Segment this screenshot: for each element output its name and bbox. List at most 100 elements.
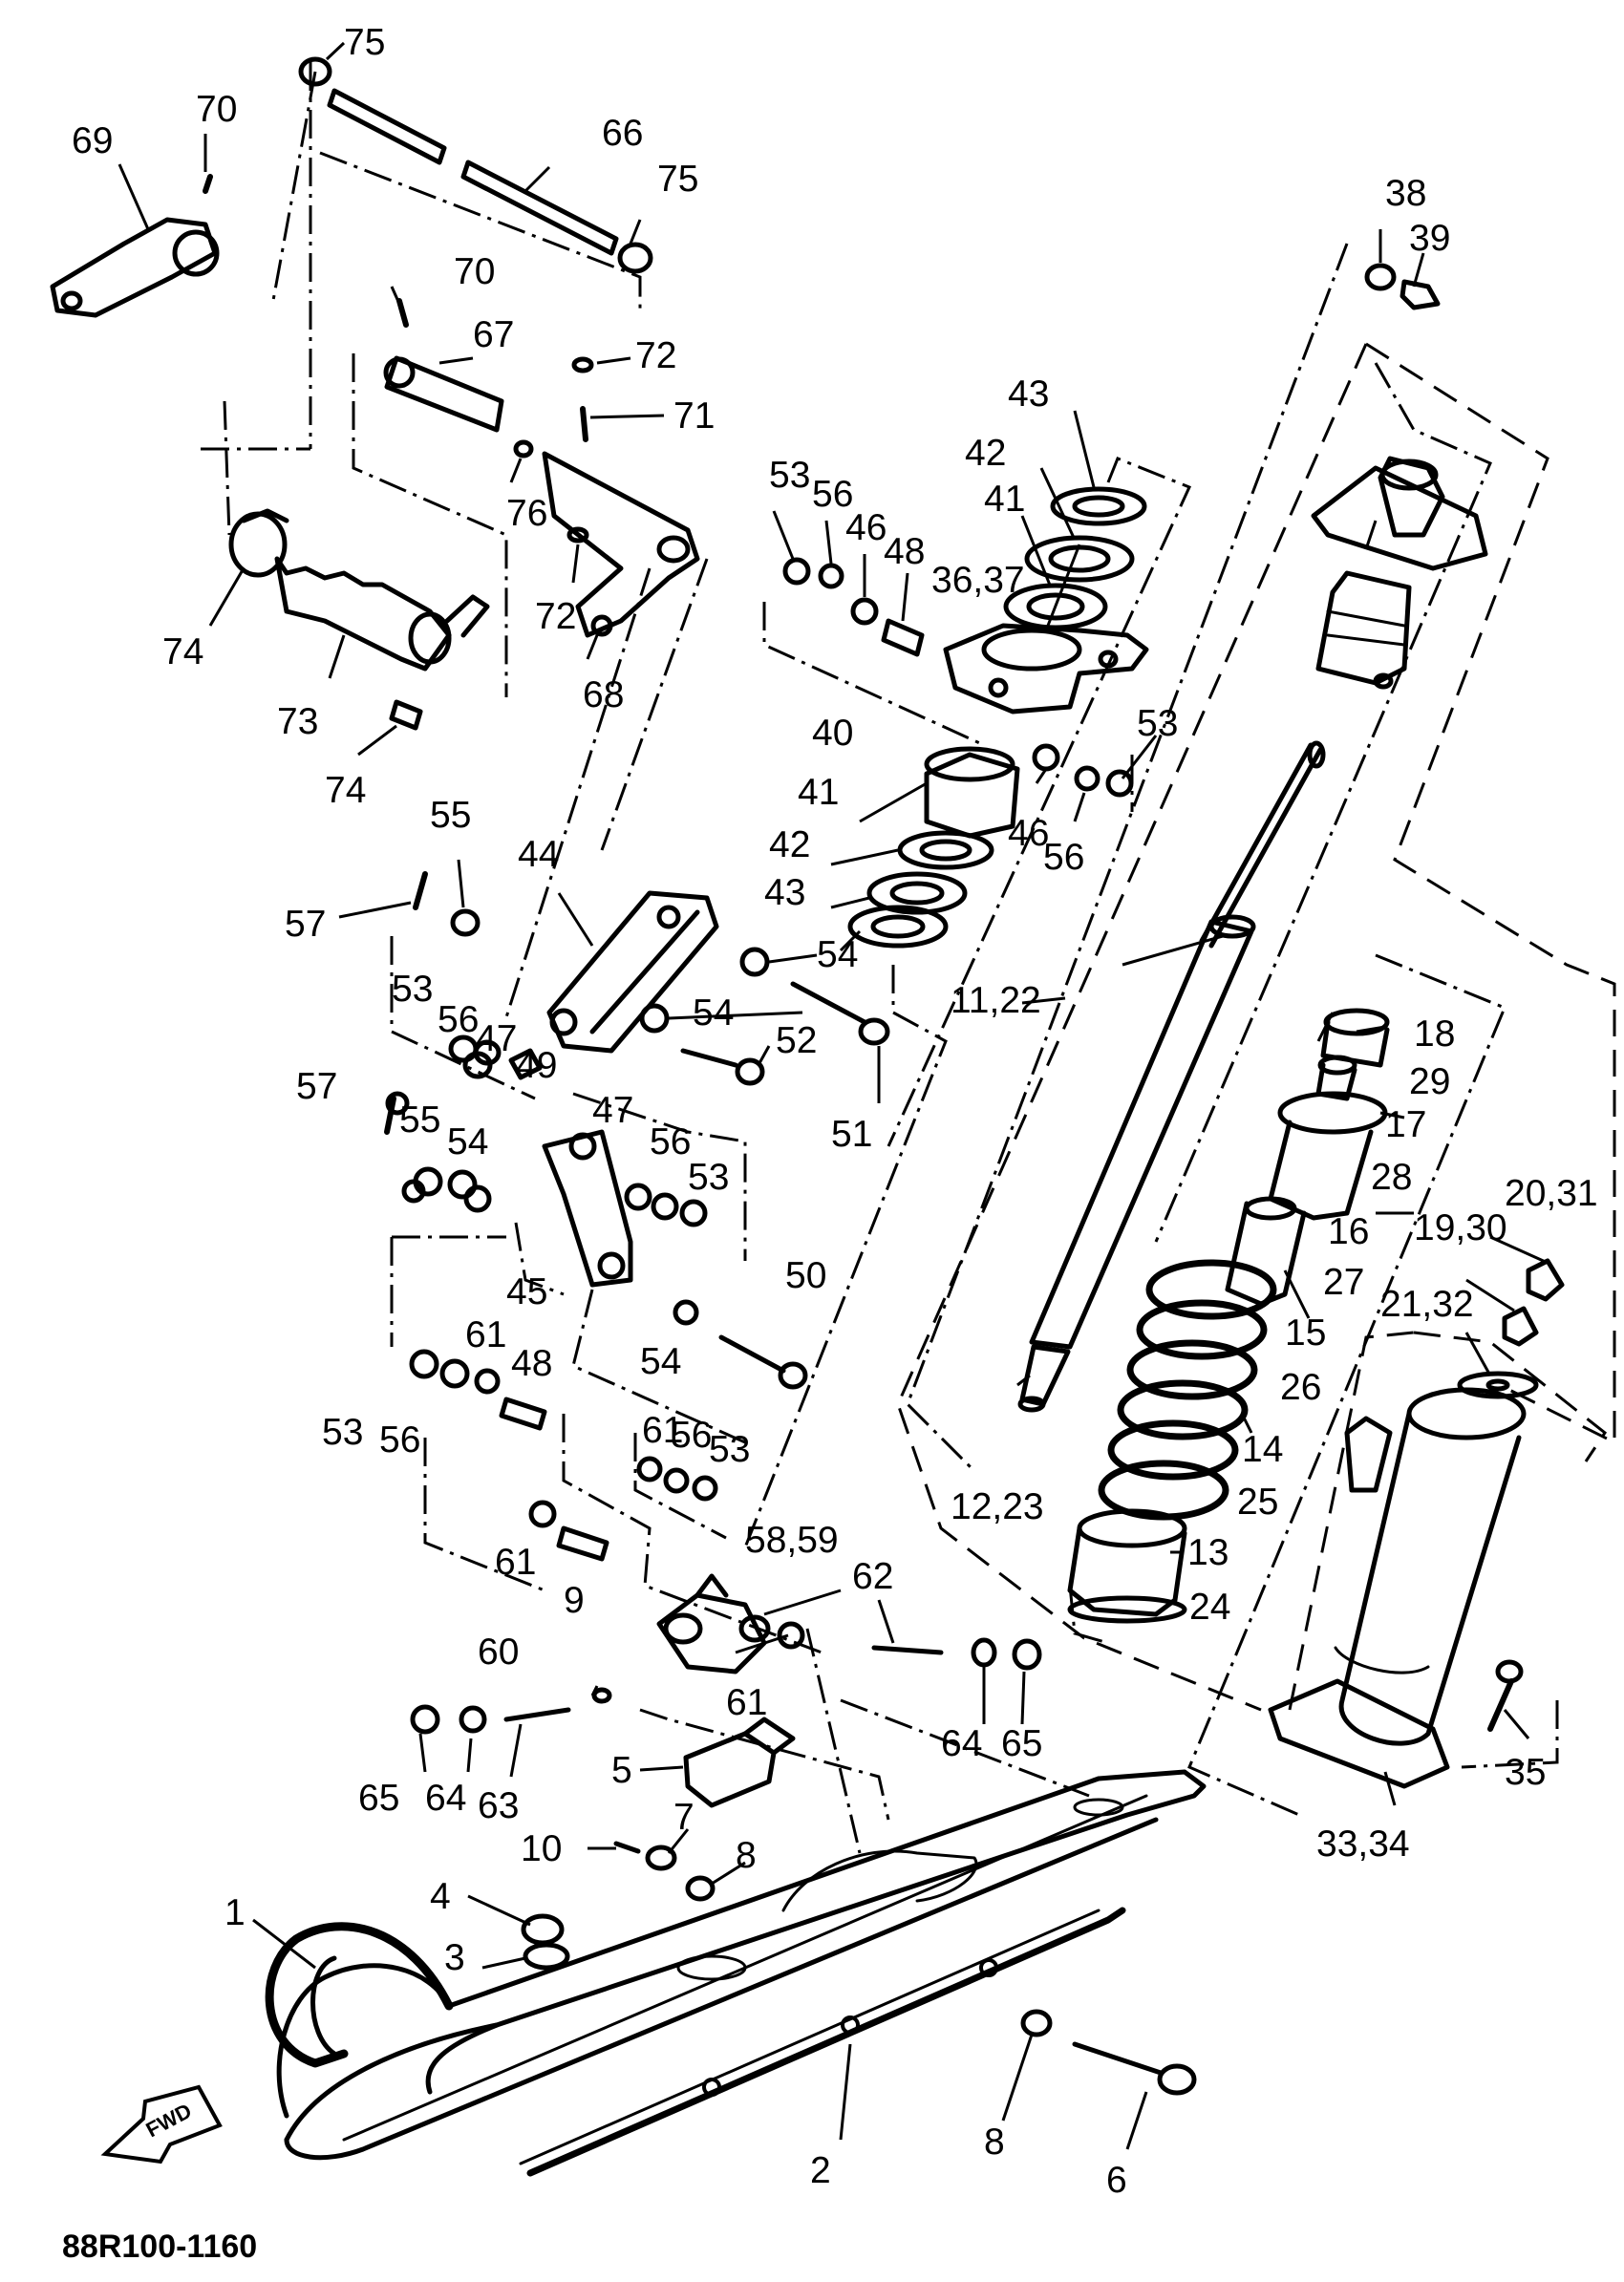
steering-shaft-rod <box>298 56 653 274</box>
callout-44: 44 <box>518 834 559 875</box>
callout-53-sixth: 53 <box>1137 703 1178 744</box>
callout-64: 64 <box>425 1778 466 1819</box>
callout-15: 15 <box>1285 1312 1326 1354</box>
bracket-bolts <box>410 1621 1042 1735</box>
callout-75-second: 75 <box>657 159 698 200</box>
callout-61-third: 61 <box>495 1542 536 1583</box>
callout-62: 62 <box>852 1556 893 1597</box>
callout-29: 29 <box>1409 1061 1450 1102</box>
callout-53-fourth: 53 <box>709 1429 750 1470</box>
callout-56-fifth: 56 <box>812 474 853 515</box>
callout-26: 26 <box>1280 1367 1321 1408</box>
callout-71: 71 <box>673 395 715 437</box>
callout-64-second: 64 <box>941 1723 982 1764</box>
callout-52: 52 <box>776 1020 817 1061</box>
housing-washers <box>782 557 1134 798</box>
callout-48-second: 48 <box>884 531 925 572</box>
callout-6: 6 <box>1106 2160 1127 2201</box>
callout-35: 35 <box>1505 1752 1546 1793</box>
callout-65-second: 65 <box>1001 1723 1042 1764</box>
callout-11-22: 11,22 <box>951 980 1041 1021</box>
callout-41: 41 <box>984 479 1025 520</box>
callout-54-second: 54 <box>693 992 734 1034</box>
lower-link-arm <box>542 1129 633 1288</box>
link-bolts <box>680 981 890 1390</box>
callout-7: 7 <box>673 1797 694 1838</box>
callout-56-third: 56 <box>379 1419 420 1461</box>
callout-38: 38 <box>1385 173 1426 214</box>
callout-labels: 75 70 69 66 75 70 67 72 71 76 72 68 74 7… <box>72 22 1598 2201</box>
callout-42: 42 <box>965 433 1006 474</box>
pin-and-washers <box>613 1841 716 1902</box>
callout-56-sixth: 56 <box>1043 837 1084 878</box>
spring-seat-13-24 <box>1067 1508 1187 1624</box>
callout-55: 55 <box>430 795 471 836</box>
air-valve-38-39 <box>1364 263 1441 310</box>
callout-24: 24 <box>1189 1587 1230 1628</box>
shock-assembly-dashed-outline <box>896 342 1616 1712</box>
callout-5: 5 <box>611 1750 632 1791</box>
callout-49: 49 <box>516 1045 557 1086</box>
callout-75: 75 <box>344 22 385 63</box>
callout-70-second: 70 <box>454 251 495 292</box>
callout-47-second: 47 <box>592 1090 633 1131</box>
callout-53: 53 <box>392 969 433 1010</box>
callout-14: 14 <box>1242 1429 1283 1470</box>
callout-72: 72 <box>635 335 676 376</box>
callout-56: 56 <box>438 999 479 1040</box>
callout-45: 45 <box>506 1271 547 1312</box>
callout-21-32: 21,32 <box>1380 1284 1474 1325</box>
callout-60: 60 <box>478 1632 519 1673</box>
ski-bolt <box>1072 2041 1197 2096</box>
shock-reservoir-33-34 <box>1268 1387 1527 1789</box>
diagram-part-code: 88R100-1160 <box>62 2229 257 2265</box>
callout-57: 57 <box>285 904 326 945</box>
callout-50: 50 <box>785 1255 826 1296</box>
callout-66: 66 <box>602 113 643 154</box>
steering-housing-36-37 <box>943 623 1149 714</box>
callout-61-fourth: 61 <box>726 1682 767 1723</box>
callout-19-30: 19,30 <box>1414 1207 1507 1248</box>
callout-28: 28 <box>1371 1157 1412 1198</box>
callout-8-second: 8 <box>984 2122 1005 2163</box>
callout-20-31: 20,31 <box>1505 1173 1598 1214</box>
reservoir-cap-parts <box>1457 1258 1565 1399</box>
leader-lines <box>118 41 1549 2150</box>
lower-bearing-stack <box>847 746 1020 949</box>
relay-arm <box>513 356 700 638</box>
callout-57-second: 57 <box>296 1066 337 1107</box>
callout-17: 17 <box>1385 1104 1426 1145</box>
callout-54-third: 54 <box>447 1121 488 1162</box>
callout-70: 70 <box>196 89 237 130</box>
callout-1: 1 <box>224 1892 246 1933</box>
forward-direction-badge: FWD <box>100 2084 223 2165</box>
callout-25: 25 <box>1237 1482 1278 1523</box>
callout-61-second: 61 <box>642 1410 683 1451</box>
callout-18: 18 <box>1414 1013 1455 1055</box>
callout-10: 10 <box>521 1828 562 1869</box>
callout-13: 13 <box>1187 1532 1229 1573</box>
callout-74: 74 <box>162 631 203 672</box>
shock-upper-mount <box>1311 456 1488 690</box>
shock-rod <box>1199 740 1326 949</box>
shock-body-12-23 <box>1017 914 1256 1413</box>
callout-65: 65 <box>358 1778 399 1819</box>
ski <box>276 1769 1207 2161</box>
callout-68: 68 <box>583 674 624 715</box>
callout-67: 67 <box>473 314 514 355</box>
callout-39: 39 <box>1409 218 1450 259</box>
callout-55-second: 55 <box>399 1099 440 1141</box>
callout-33-34: 33,34 <box>1316 1823 1410 1865</box>
callout-12-23: 12,23 <box>951 1486 1044 1527</box>
pitman-arm-pivot <box>383 298 504 433</box>
callout-51: 51 <box>831 1114 872 1155</box>
tie-rod-boot <box>228 508 490 731</box>
callout-43: 43 <box>1008 373 1049 415</box>
assembly-boundary-lines <box>201 62 1559 1854</box>
callout-61: 61 <box>465 1314 506 1355</box>
callout-63: 63 <box>478 1785 519 1826</box>
callout-46-second: 46 <box>1008 813 1049 854</box>
spring-stopper-stack <box>1225 1008 1390 1307</box>
